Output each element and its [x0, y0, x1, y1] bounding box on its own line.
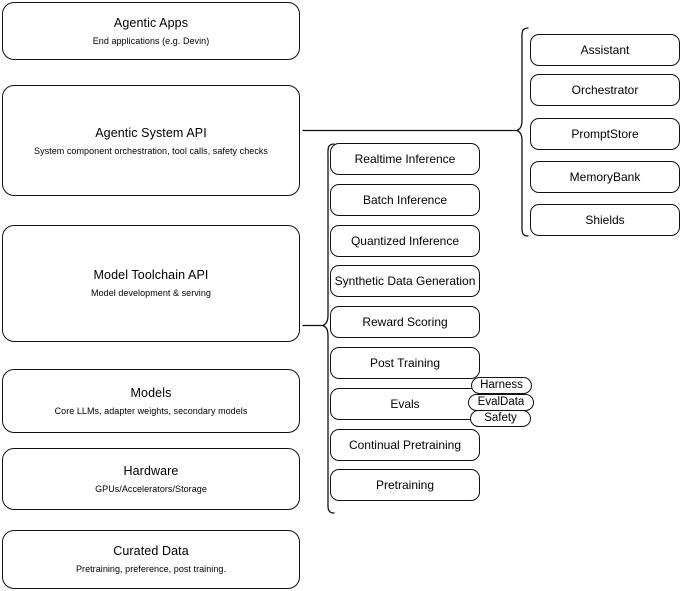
- capability-realtime-inference[interactable]: Realtime Inference: [330, 143, 480, 175]
- component-memorybank[interactable]: MemoryBank: [530, 161, 680, 193]
- capability-quantized-inference[interactable]: Quantized Inference: [330, 225, 480, 257]
- component-label: Shields: [585, 212, 625, 227]
- component-shields[interactable]: Shields: [530, 204, 680, 236]
- capability-label: Reward Scoring: [362, 314, 448, 329]
- layer-title: Hardware: [123, 463, 179, 478]
- layer-title: Agentic System API: [95, 126, 207, 140]
- component-label: PromptStore: [571, 126, 639, 141]
- capability-label: Continual Pretraining: [348, 437, 462, 452]
- capability-label: Pretraining: [375, 477, 435, 492]
- evals-subitem-label: Safety: [484, 411, 517, 424]
- capability-batch-inference[interactable]: Batch Inference: [330, 184, 480, 216]
- layer-title: Models: [130, 385, 172, 400]
- middle-brace: [322, 143, 335, 514]
- right-brace: [516, 27, 529, 237]
- component-label: MemoryBank: [569, 169, 641, 184]
- layer-subtitle: End applications (e.g. Devin): [92, 35, 210, 46]
- capability-post-training[interactable]: Post Training: [330, 347, 480, 379]
- component-label: Assistant: [580, 42, 630, 57]
- component-label: Orchestrator: [571, 82, 639, 97]
- layer-card-hardware[interactable]: Hardware GPUs/Accelerators/Storage: [2, 448, 300, 510]
- evals-subitem-evaldata[interactable]: EvalData: [468, 394, 534, 411]
- layer-card-agentic-system-api[interactable]: Agentic System API System component orch…: [2, 85, 300, 196]
- layer-title: Curated Data: [113, 544, 189, 559]
- layer-card-models[interactable]: Models Core LLMs, adapter weights, secon…: [2, 369, 300, 433]
- capability-synthetic-data-generation[interactable]: Synthetic Data Generation: [330, 265, 480, 297]
- layer-subtitle: Model development & serving: [91, 288, 211, 298]
- capability-label: Evals: [390, 396, 420, 411]
- capability-label: Batch Inference: [362, 192, 448, 207]
- evals-subitem-harness[interactable]: Harness: [471, 377, 532, 394]
- evals-subitem-label: Harness: [480, 378, 523, 391]
- capability-pretraining[interactable]: Pretraining: [330, 469, 480, 501]
- capability-label: Realtime Inference: [354, 151, 456, 166]
- component-orchestrator[interactable]: Orchestrator: [530, 74, 680, 106]
- capability-label: Post Training: [369, 355, 441, 370]
- evals-subitem-label: EvalData: [477, 395, 525, 408]
- capability-reward-scoring[interactable]: Reward Scoring: [330, 306, 480, 338]
- layer-title: Agentic Apps: [113, 15, 189, 30]
- evals-subitem-safety[interactable]: Safety: [470, 410, 531, 427]
- component-promptstore[interactable]: PromptStore: [530, 118, 680, 150]
- component-assistant[interactable]: Assistant: [530, 34, 680, 66]
- layer-subtitle: GPUs/Accelerators/Storage: [95, 483, 207, 494]
- layer-card-model-toolchain-api[interactable]: Model Toolchain API Model development & …: [2, 225, 300, 342]
- capability-evals[interactable]: Evals: [330, 388, 480, 420]
- layer-subtitle: Core LLMs, adapter weights, secondary mo…: [54, 405, 248, 416]
- layer-subtitle: System component orchestration, tool cal…: [34, 146, 268, 156]
- layer-subtitle: Pretraining, preference, post training.: [75, 564, 227, 575]
- layer-card-curated-data[interactable]: Curated Data Pretraining, preference, po…: [2, 530, 300, 589]
- layer-card-agentic-apps[interactable]: Agentic Apps End applications (e.g. Devi…: [2, 2, 300, 60]
- capability-label: Quantized Inference: [350, 233, 460, 248]
- capability-label: Synthetic Data Generation: [334, 273, 476, 288]
- capability-continual-pretraining[interactable]: Continual Pretraining: [330, 429, 480, 461]
- layer-title: Model Toolchain API: [93, 268, 209, 282]
